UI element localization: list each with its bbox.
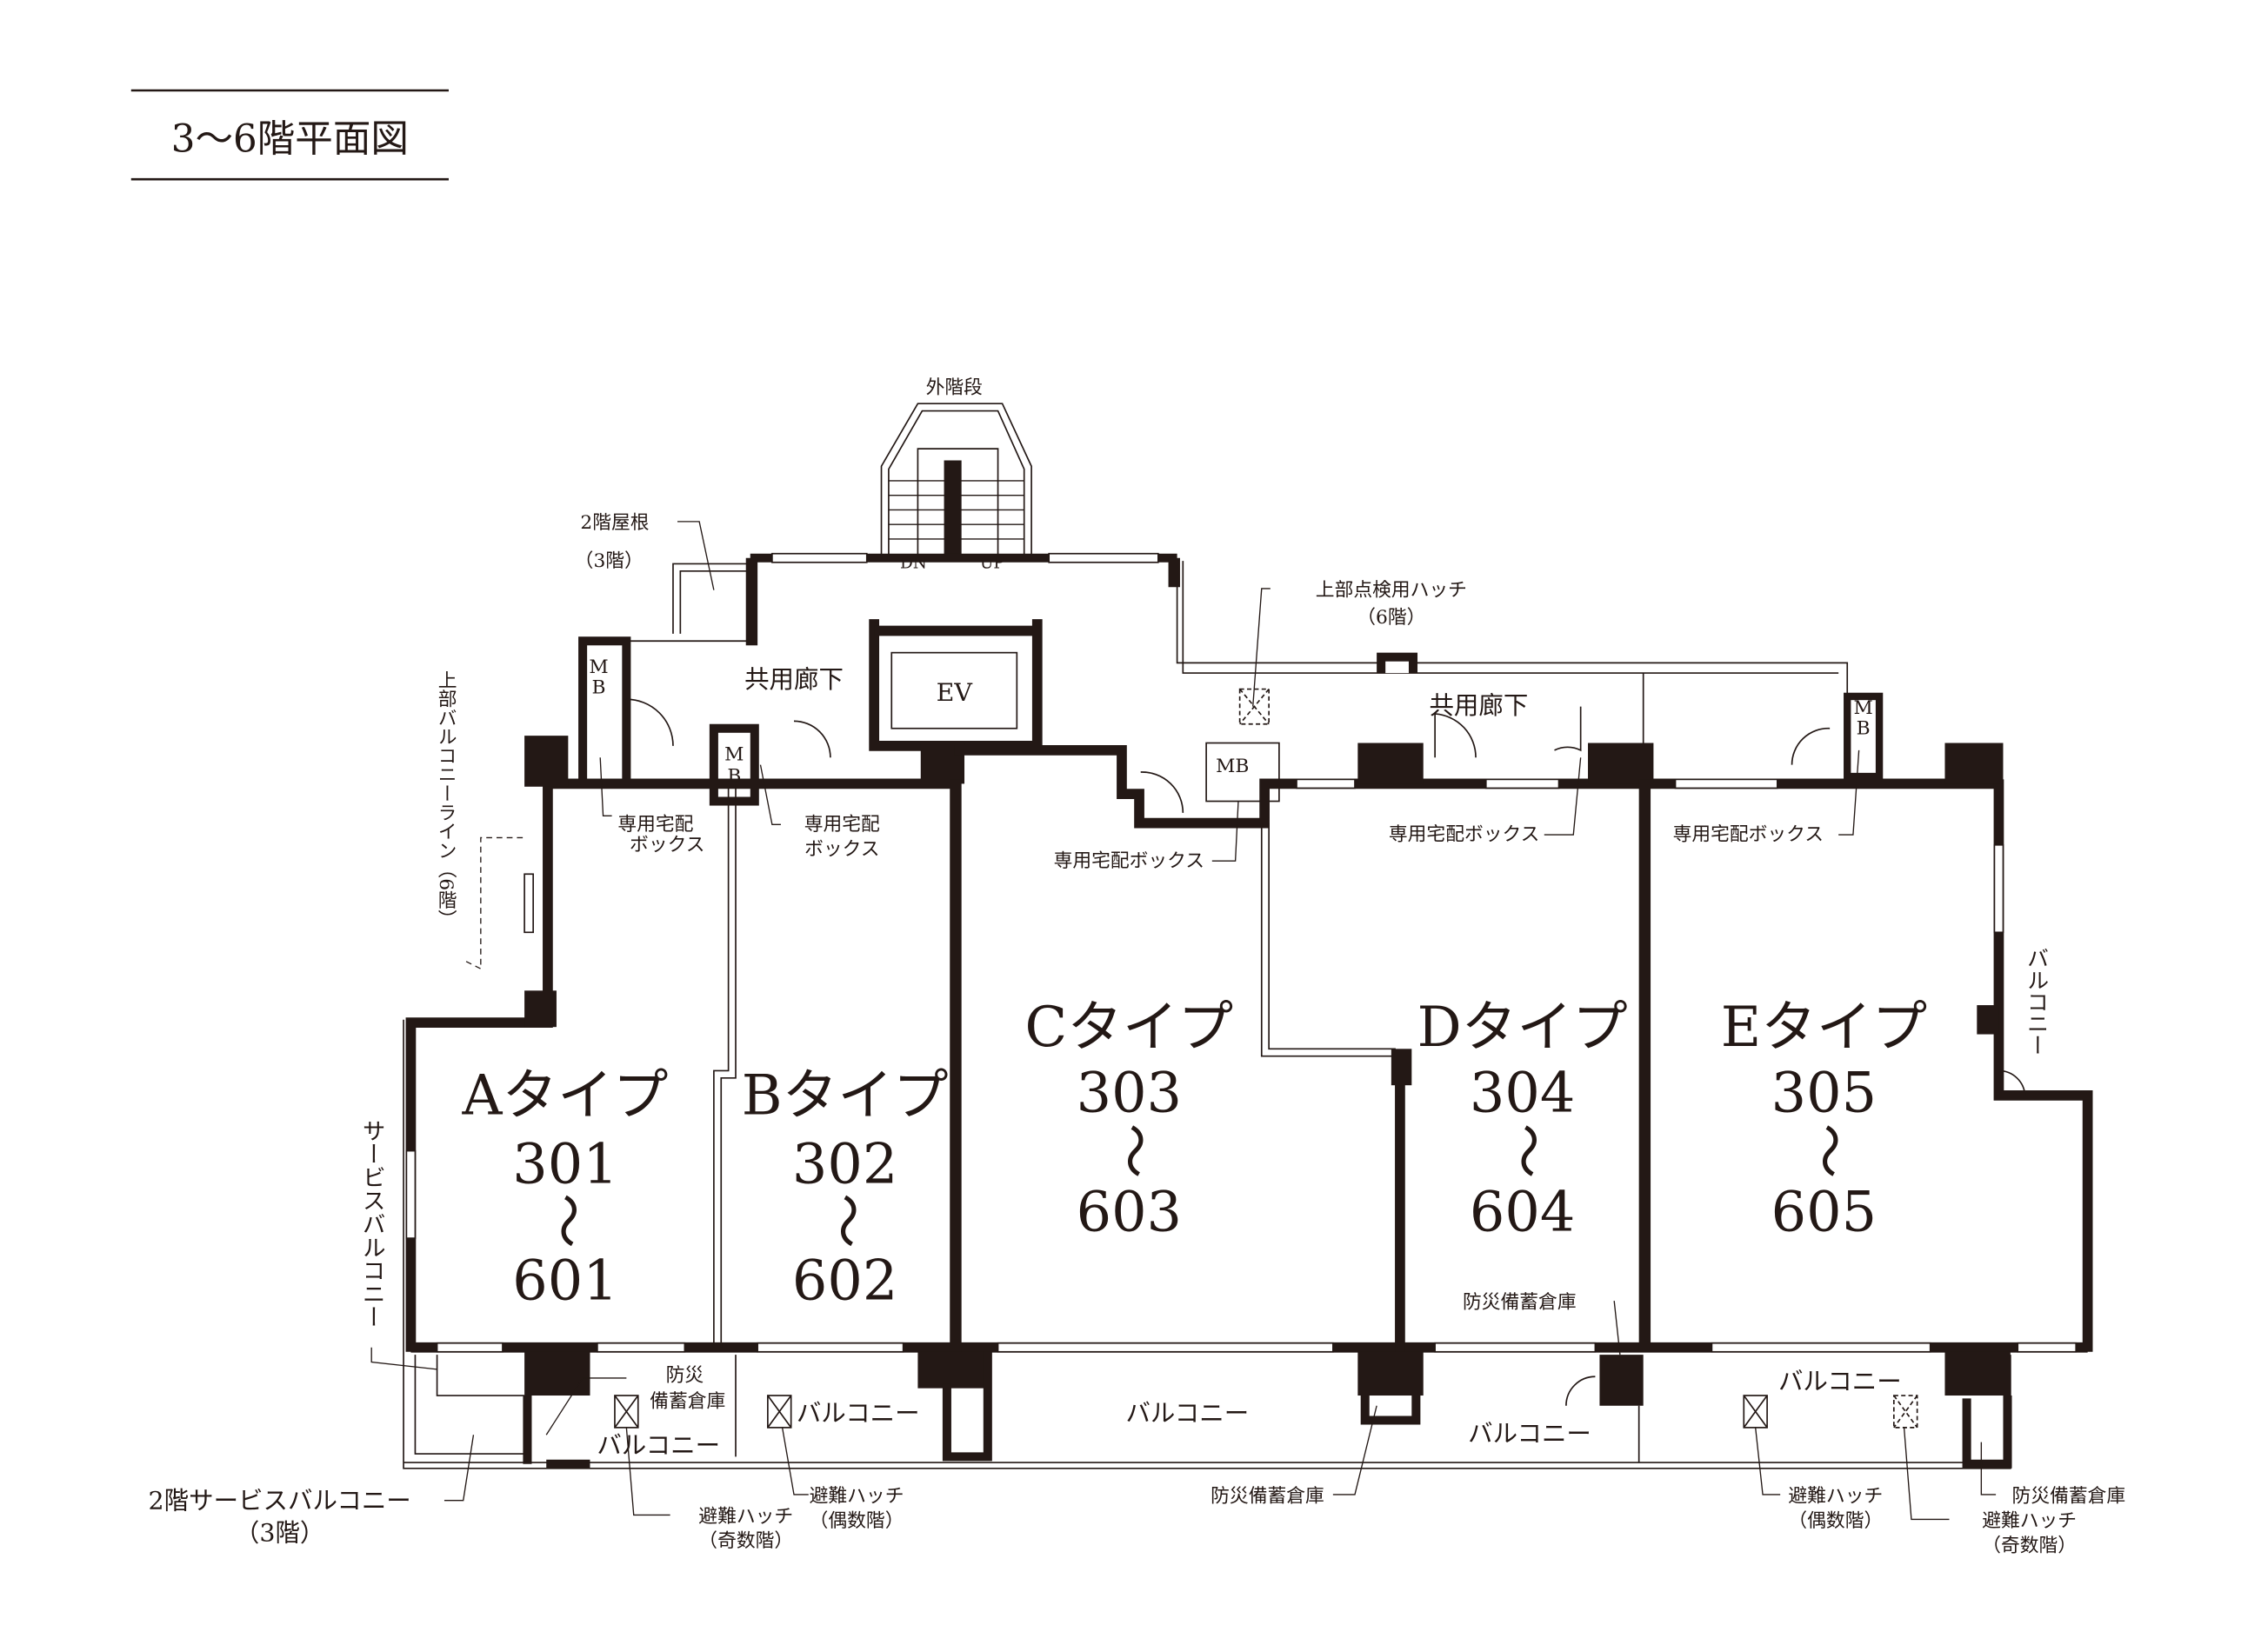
roof-note: （3階） bbox=[575, 550, 644, 572]
unit-type: Aタイプ bbox=[462, 1064, 669, 1129]
unit-to: 604 bbox=[1470, 1181, 1575, 1245]
mb-label: MB bbox=[1216, 756, 1249, 777]
escape-hatch-label: 避難ハッチ bbox=[698, 1506, 793, 1528]
unit-to: 602 bbox=[792, 1249, 897, 1313]
unit-type: Eタイプ bbox=[1721, 996, 1927, 1060]
escape-hatch-note: （奇数階） bbox=[1982, 1535, 2077, 1556]
inspection-hatch-note: （6階） bbox=[1357, 607, 1425, 629]
mb-label: B bbox=[727, 766, 741, 788]
range-mark: 〜 bbox=[1796, 1123, 1860, 1179]
unit-from: 305 bbox=[1771, 1061, 1877, 1125]
mb-label: M bbox=[724, 744, 744, 766]
balcony-label: バルコニー bbox=[2024, 947, 2050, 1056]
stairs-up-label: UP bbox=[980, 554, 1004, 572]
leader-lines bbox=[370, 521, 1997, 1521]
plan-title: 3〜6階平面図 bbox=[130, 89, 449, 181]
unit-from: 304 bbox=[1470, 1061, 1575, 1125]
unit-dividers bbox=[713, 779, 1651, 1352]
mb-label: M bbox=[589, 656, 608, 678]
balcony-label: バルコニー bbox=[597, 1431, 720, 1460]
upper-balcony-line-label: 上部バルコニーライン（6階） bbox=[435, 670, 457, 929]
corridor-label: 共用廊下 bbox=[744, 665, 844, 694]
balcony-label: バルコニー bbox=[1468, 1420, 1591, 1449]
delivery-box-label: 専用宅配ボックス bbox=[1673, 824, 1824, 846]
delivery-box-label: 専用宅配 bbox=[617, 814, 693, 836]
range-mark: 〜 bbox=[814, 1193, 878, 1249]
mb-label: B bbox=[592, 677, 606, 699]
unit-type: Cタイプ bbox=[1025, 996, 1234, 1060]
windows bbox=[405, 552, 2078, 1353]
disaster-storage-label: 防災備蓄倉庫 bbox=[1463, 1292, 1577, 1314]
annotations: 外階段 2階屋根 （3階） 上部点検用ハッチ （6階） 共用廊下 共用廊下 EV… bbox=[149, 376, 2126, 1556]
outer-stairs-label: 外階段 bbox=[926, 376, 983, 398]
delivery-box-label: 専用宅配 bbox=[804, 814, 880, 836]
balcony-label: バルコニー bbox=[1778, 1367, 1902, 1396]
disaster-storage-label: 防災備蓄倉庫 bbox=[2012, 1485, 2126, 1507]
mb-label: B bbox=[1857, 717, 1871, 739]
range-mark: 〜 bbox=[1101, 1123, 1165, 1179]
escape-hatch-label: 避難ハッチ bbox=[810, 1485, 904, 1507]
escape-hatch-icon bbox=[614, 1395, 639, 1429]
balcony-label: バルコニー bbox=[1125, 1399, 1249, 1428]
delivery-box-label: ボックス bbox=[804, 839, 879, 861]
range-mark: 〜 bbox=[534, 1193, 598, 1249]
unit-from: 302 bbox=[792, 1132, 897, 1196]
escape-hatch-note: （奇数階） bbox=[698, 1530, 793, 1552]
disaster-storage-label: 防災備蓄倉庫 bbox=[1211, 1485, 1324, 1507]
balcony-zone bbox=[403, 1019, 2012, 1469]
unit-to: 605 bbox=[1771, 1181, 1877, 1245]
ev-label: EV bbox=[937, 678, 973, 707]
unit-from: 301 bbox=[512, 1132, 617, 1196]
unit-to: 601 bbox=[512, 1249, 617, 1313]
outer-stairs bbox=[880, 403, 1032, 560]
inspection-hatch-label: 上部点検用ハッチ bbox=[1316, 579, 1467, 601]
escape-hatch-note: （偶数階） bbox=[810, 1510, 904, 1532]
doors bbox=[625, 698, 2026, 1406]
stairs-down-label: DN bbox=[900, 554, 927, 572]
escape-hatch-icon bbox=[1743, 1395, 1768, 1429]
corridor-outline bbox=[626, 553, 1880, 743]
escape-hatch-label: 避難ハッチ bbox=[1788, 1485, 1883, 1507]
delivery-box-label: ボックス bbox=[630, 834, 704, 856]
exterior-walls bbox=[405, 552, 2093, 1353]
disaster-storage-label: 防災 bbox=[666, 1364, 704, 1386]
mb-label: M bbox=[1854, 697, 1873, 719]
range-mark: 〜 bbox=[1494, 1123, 1558, 1179]
unit-e: Eタイプ 305 〜 605 bbox=[1721, 996, 1927, 1245]
unit-d: Dタイプ 304 〜 604 bbox=[1417, 996, 1628, 1245]
service-balcony-label: サービスバルコニー bbox=[358, 1119, 385, 1329]
escape-hatch-label: 避難ハッチ bbox=[1982, 1510, 2077, 1532]
unit-to: 603 bbox=[1077, 1181, 1182, 1245]
service-balcony-2f-label: 2階サービスバルコニー bbox=[149, 1487, 411, 1515]
balcony-label: バルコニー bbox=[797, 1399, 920, 1428]
unit-b: Bタイプ 302 〜 602 bbox=[742, 1064, 949, 1314]
unit-c: Cタイプ 303 〜 603 bbox=[1025, 996, 1234, 1245]
unit-type: Bタイプ bbox=[742, 1064, 949, 1129]
delivery-box-label: 専用宅配ボックス bbox=[1054, 850, 1204, 872]
disaster-storage-label: 備蓄倉庫 bbox=[650, 1390, 725, 1412]
roof-label: 2階屋根 bbox=[580, 512, 649, 534]
unit-a: Aタイプ 301 〜 601 bbox=[462, 1064, 669, 1314]
escape-hatch-note: （偶数階） bbox=[1788, 1510, 1883, 1532]
escape-hatch-icon bbox=[767, 1395, 792, 1429]
service-balcony-2f-note: （3階） bbox=[235, 1519, 325, 1548]
corridor-label: 共用廊下 bbox=[1429, 691, 1528, 720]
unit-type: Dタイプ bbox=[1417, 996, 1628, 1060]
delivery-box-label: 専用宅配ボックス bbox=[1389, 824, 1539, 846]
page-title: 3〜6階平面図 bbox=[171, 117, 409, 161]
escape-hatch-dashed-icon bbox=[1892, 1395, 1918, 1429]
unit-from: 303 bbox=[1077, 1061, 1182, 1125]
